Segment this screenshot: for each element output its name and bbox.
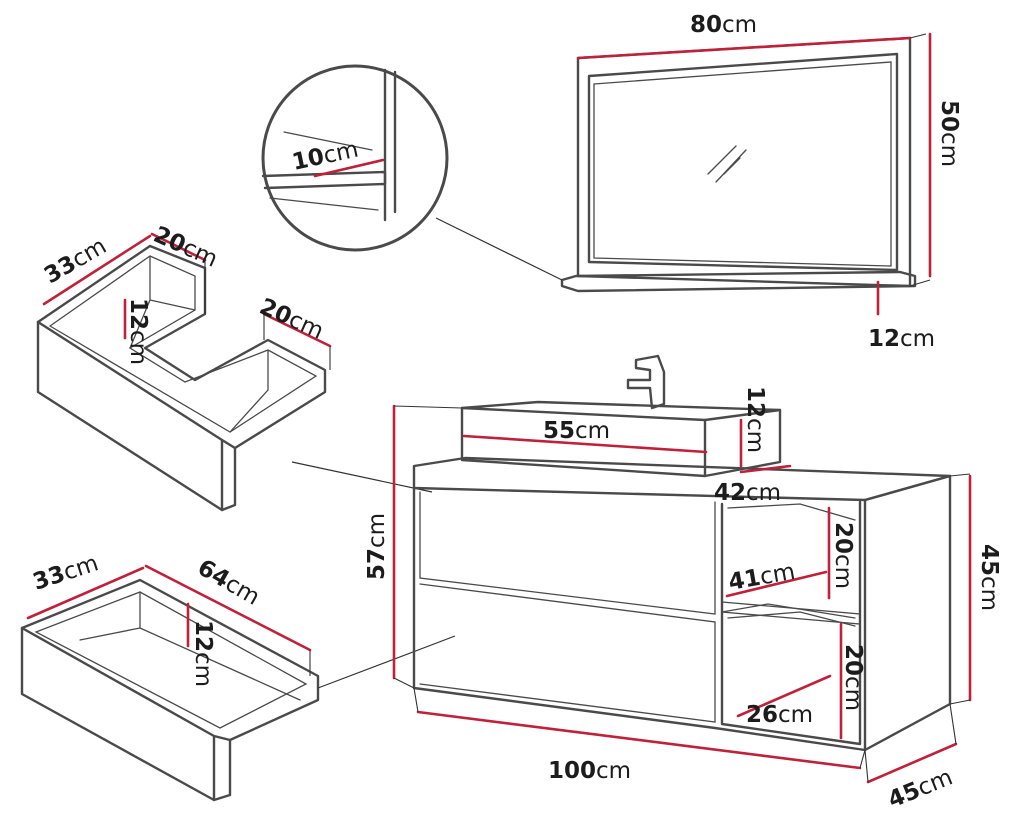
mirror-shelf-value: 12 — [868, 326, 900, 352]
drawer-top-height-unit: cm — [125, 330, 151, 365]
shelf-depth-value: 26 — [746, 702, 778, 728]
drawer-bottom-height-value: 12 — [190, 620, 216, 652]
svg-text:12cm: 12cm — [742, 386, 768, 453]
svg-text:12cm: 12cm — [190, 620, 216, 687]
shelf-lower-height-value: 20 — [840, 644, 866, 676]
basin — [460, 354, 782, 478]
shelf-upper-height-unit: cm — [830, 554, 856, 589]
mirror-height-value: 50 — [936, 100, 962, 132]
shelf-detail-circle — [261, 64, 563, 281]
svg-text:45cm: 45cm — [976, 544, 1002, 611]
label-drawer-bottom-width: 64cm — [193, 555, 264, 611]
label-basin-depth: 42cm — [714, 480, 781, 506]
basin-height-unit: cm — [742, 418, 768, 453]
svg-text:41cm: 41cm — [727, 559, 798, 596]
label-drawer-top-height: 12cm — [125, 298, 151, 365]
svg-text:45cm: 45cm — [885, 764, 957, 813]
svg-text:42cm: 42cm — [714, 480, 781, 506]
label-cabinet-depth: 45cm — [885, 764, 957, 813]
drawer-bottom-depth-unit: cm — [60, 550, 101, 586]
svg-text:55cm: 55cm — [543, 418, 610, 444]
drawer-top-dimensions — [42, 232, 433, 493]
cabinet-height-unit: cm — [364, 513, 390, 548]
drawer-top — [36, 244, 327, 512]
label-shelf-upper-height: 20cm — [830, 522, 856, 589]
label-drawer-top-notch: 20cm — [150, 222, 222, 273]
mirror — [560, 36, 917, 293]
svg-text:20cm: 20cm — [256, 294, 328, 345]
svg-text:12cm: 12cm — [868, 326, 935, 352]
label-shelf-depth: 26cm — [746, 702, 813, 728]
basin-height-value: 12 — [742, 386, 768, 418]
mirror-width-unit: cm — [722, 12, 757, 38]
svg-text:100cm: 100cm — [548, 758, 631, 784]
label-cabinet-width: 100cm — [548, 758, 631, 784]
label-cabinet-right-height: 45cm — [976, 544, 1002, 611]
svg-text:80cm: 80cm — [690, 12, 757, 38]
basin-width-value: 55 — [543, 418, 575, 444]
shelf-width-unit: cm — [758, 559, 797, 591]
label-drawer-bottom-depth: 33cm — [30, 550, 102, 595]
svg-text:20cm: 20cm — [830, 522, 856, 589]
label-shelf-width: 41cm — [727, 559, 798, 596]
basin-depth-unit: cm — [746, 480, 781, 506]
shelf-width-value: 41 — [727, 565, 763, 596]
basin-depth-value: 42 — [714, 480, 746, 506]
svg-text:64cm: 64cm — [193, 555, 264, 611]
svg-text:20cm: 20cm — [840, 644, 866, 711]
drawer-bottom-height-unit: cm — [190, 652, 216, 687]
vanity-dimensions — [392, 404, 972, 784]
drawer-bottom — [20, 578, 320, 802]
drawer-bottom-dimensions — [26, 564, 456, 689]
cabinet-height-value: 57 — [364, 548, 390, 580]
mirror-dimensions — [576, 32, 932, 316]
vanity-cabinet — [412, 456, 952, 752]
drawer-top-height-value: 12 — [125, 298, 151, 330]
shelf-depth-unit: cm — [778, 702, 813, 728]
svg-text:33cm: 33cm — [30, 550, 102, 595]
shelf-upper-height-value: 20 — [830, 522, 856, 554]
shelf-lower-height-unit: cm — [840, 676, 866, 711]
mirror-shelf-unit: cm — [900, 326, 935, 352]
svg-text:57cm: 57cm — [364, 513, 390, 580]
label-drawer-top-right: 20cm — [256, 294, 328, 345]
label-mirror-width: 80cm — [690, 12, 757, 38]
svg-text:12cm: 12cm — [125, 298, 151, 365]
label-mirror-shelf: 12cm — [868, 326, 935, 352]
cabinet-right-height-unit: cm — [976, 576, 1002, 611]
cabinet-right-height-value: 45 — [976, 544, 1002, 576]
label-basin-height: 12cm — [742, 386, 768, 453]
mirror-width-value: 80 — [690, 12, 722, 38]
mirror-height-unit: cm — [936, 132, 962, 167]
label-drawer-bottom-height: 12cm — [190, 620, 216, 687]
cabinet-width-unit: cm — [596, 758, 631, 784]
basin-width-unit: cm — [575, 418, 610, 444]
label-shelf-lower-height: 20cm — [840, 644, 866, 711]
svg-text:26cm: 26cm — [746, 702, 813, 728]
svg-text:20cm: 20cm — [150, 222, 222, 273]
cabinet-width-value: 100 — [548, 758, 596, 784]
label-basin-width: 55cm — [543, 418, 610, 444]
label-mirror-height: 50cm — [936, 100, 962, 167]
label-cabinet-height: 57cm — [364, 513, 390, 580]
svg-text:50cm: 50cm — [936, 100, 962, 167]
